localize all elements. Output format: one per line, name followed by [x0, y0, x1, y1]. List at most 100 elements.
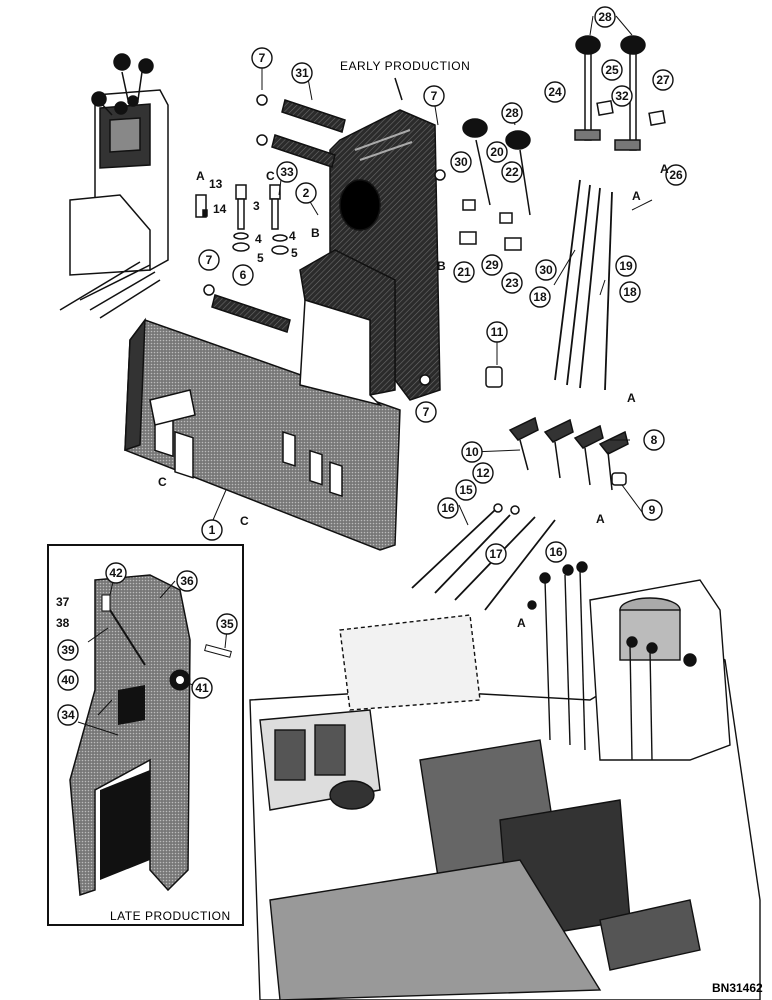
letter-a-lower: A [517, 616, 526, 630]
svg-text:6: 6 [240, 268, 247, 282]
svg-text:25: 25 [605, 63, 619, 77]
letter-a-rod: A [627, 391, 636, 405]
svg-text:7: 7 [206, 253, 213, 267]
svg-text:39: 39 [61, 643, 75, 657]
letter-c-bolt: C [266, 169, 275, 183]
hardware-pins-bolts [195, 94, 446, 386]
callout-42: 42 [105, 562, 127, 584]
callout-1: 1 [201, 519, 223, 541]
callout-15: 15 [455, 479, 477, 501]
label-3: 3 [253, 199, 260, 213]
label-4b: 4 [289, 229, 296, 243]
drawing-code: BN31462 [712, 981, 763, 995]
assembled-console-view [59, 53, 169, 319]
late-production-inset [47, 544, 244, 926]
caption-early-production: EARLY PRODUCTION [340, 59, 470, 73]
callout-9: 9 [641, 499, 663, 521]
svg-text:7: 7 [259, 51, 266, 65]
letter-c-plate-bottom: C [240, 514, 249, 528]
svg-text:29: 29 [485, 258, 499, 272]
svg-text:33: 33 [280, 165, 294, 179]
svg-text:18: 18 [533, 290, 547, 304]
callout-22: 22 [501, 161, 523, 183]
callout-12: 12 [472, 462, 494, 484]
callout-28a: 28 [594, 6, 616, 28]
svg-text:27: 27 [656, 73, 670, 87]
svg-text:36: 36 [180, 574, 194, 588]
label-5b: 5 [291, 246, 298, 260]
valve-levers [485, 366, 629, 515]
svg-text:23: 23 [505, 276, 519, 290]
letter-a-bolt: A [196, 169, 205, 183]
svg-text:20: 20 [490, 145, 504, 159]
callout-28b: 28 [501, 102, 523, 124]
callout-27: 27 [652, 69, 674, 91]
callout-39: 39 [57, 639, 79, 661]
callout-7a: 7 [251, 47, 273, 69]
letter-a-lever: A [596, 512, 605, 526]
callout-18a: 18 [529, 286, 551, 308]
svg-text:16: 16 [441, 501, 455, 515]
callout-33: 33 [276, 161, 298, 183]
svg-text:1: 1 [209, 523, 216, 537]
callout-2: 2 [295, 182, 317, 204]
letter-b-left: B [311, 226, 320, 240]
svg-text:19: 19 [619, 259, 633, 273]
svg-text:30: 30 [539, 263, 553, 277]
bracket-early-production [299, 109, 441, 407]
svg-text:24: 24 [548, 85, 562, 99]
svg-text:28: 28 [598, 10, 612, 24]
callout-40: 40 [57, 669, 79, 691]
svg-text:2: 2 [303, 186, 310, 200]
svg-text:34: 34 [61, 708, 75, 722]
callout-7c: 7 [198, 249, 220, 271]
callout-26: 26 [665, 164, 687, 186]
label-37: 37 [56, 595, 70, 609]
callout-29: 29 [481, 254, 503, 276]
svg-text:30: 30 [454, 155, 468, 169]
svg-text:21: 21 [457, 265, 471, 279]
svg-text:22: 22 [505, 165, 519, 179]
svg-text:40: 40 [61, 673, 75, 687]
machine-installed-view [249, 561, 761, 1000]
callout-18b: 18 [619, 281, 641, 303]
callout-20: 20 [486, 141, 508, 163]
callout-16a: 16 [437, 497, 459, 519]
letter-c-plate-left: C [158, 475, 167, 489]
callout-7d: 7 [415, 401, 437, 423]
svg-text:18: 18 [623, 285, 637, 299]
callout-24: 24 [544, 81, 566, 103]
label-14: 14 [213, 202, 227, 216]
svg-text:16: 16 [549, 545, 563, 559]
callout-17: 17 [485, 543, 507, 565]
svg-text:10: 10 [465, 445, 479, 459]
label-13: 13 [209, 177, 223, 191]
callout-30b: 30 [535, 259, 557, 281]
svg-text:15: 15 [459, 483, 473, 497]
label-5a: 5 [257, 251, 264, 265]
callout-11: 11 [486, 321, 508, 343]
label-4a: 4 [255, 232, 262, 246]
callout-30a: 30 [450, 151, 472, 173]
svg-text:12: 12 [476, 466, 490, 480]
callout-35: 35 [216, 613, 238, 635]
svg-text:7: 7 [423, 405, 430, 419]
callout-6: 6 [232, 264, 254, 286]
svg-text:8: 8 [651, 433, 658, 447]
svg-text:28: 28 [505, 106, 519, 120]
svg-text:9: 9 [649, 503, 656, 517]
callout-41: 41 [191, 677, 213, 699]
label-38: 38 [56, 616, 70, 630]
callout-10: 10 [461, 441, 483, 463]
callout-7b: 7 [423, 85, 445, 107]
callout-25: 25 [601, 59, 623, 81]
callout-19: 19 [615, 255, 637, 277]
svg-text:7: 7 [431, 89, 438, 103]
callout-34: 34 [57, 704, 79, 726]
caption-late-production: LATE PRODUCTION [110, 909, 231, 923]
callout-32: 32 [611, 85, 633, 107]
svg-text:31: 31 [295, 66, 309, 80]
svg-text:35: 35 [220, 617, 234, 631]
base-plate [124, 317, 401, 551]
